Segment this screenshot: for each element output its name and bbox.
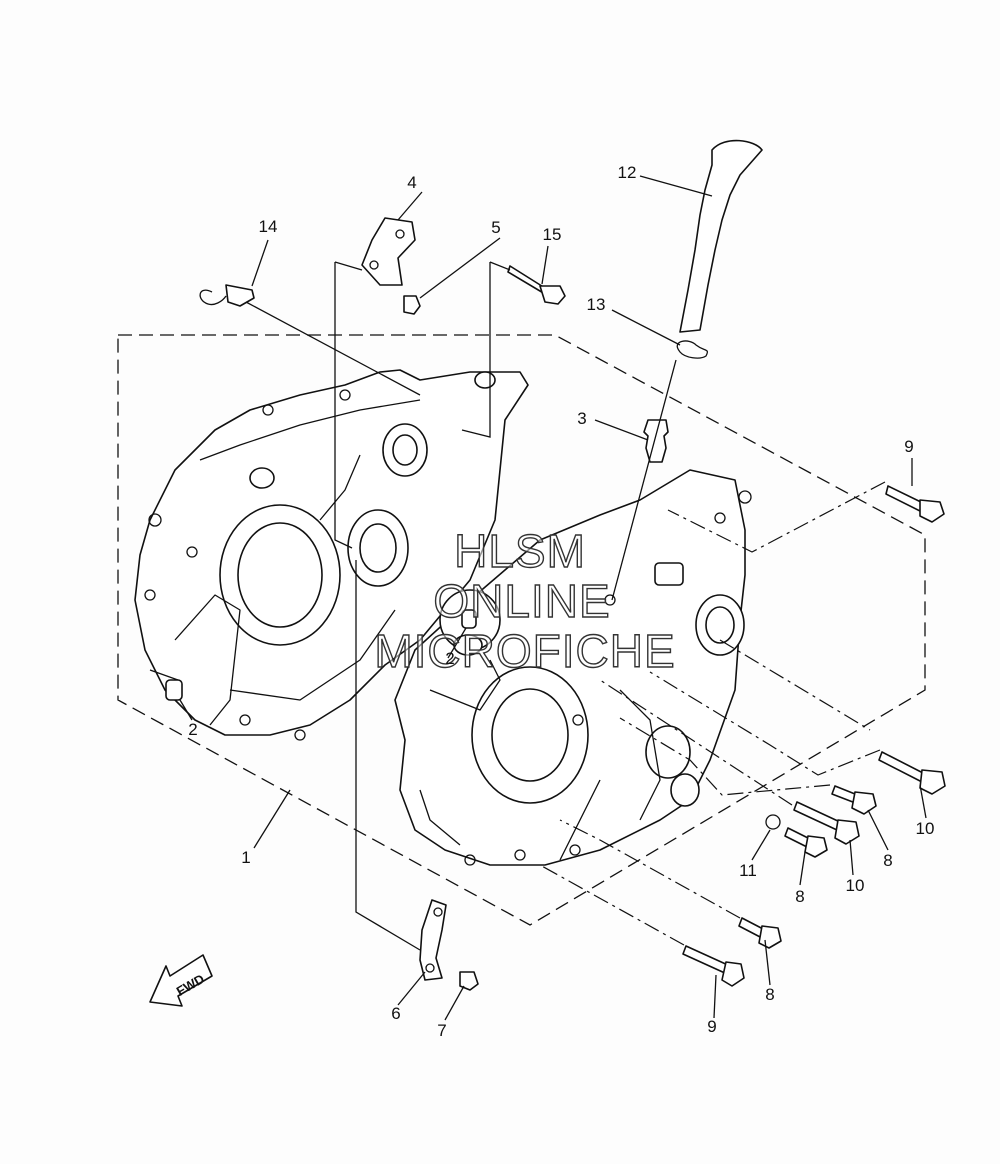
callout-2: 2 [188, 720, 197, 739]
part-dowel-pin [165, 679, 183, 701]
callout-1: 1 [241, 848, 250, 867]
watermark-line-2: ONLINE [433, 575, 610, 627]
callout-6: 6 [391, 1004, 400, 1023]
fwd-arrow: FWD [149, 954, 213, 1007]
part-hose-clip [676, 340, 709, 359]
callout-2-second: 2 [445, 649, 454, 668]
callout-4: 4 [407, 173, 416, 192]
part-cable-clamp [199, 284, 255, 307]
callout-9-b: 9 [707, 1017, 716, 1036]
crankcase-outline-dashed [117, 334, 926, 926]
part-dowel-pin-2 [461, 609, 477, 629]
callout-11: 11 [739, 861, 757, 880]
crankcase-right [394, 469, 752, 866]
callout-8-a: 8 [883, 851, 892, 870]
callout-10-a: 10 [916, 819, 935, 838]
callout-13: 13 [587, 295, 606, 314]
callout-8-c: 8 [765, 985, 774, 1004]
callout-10-b: 10 [846, 876, 865, 895]
watermark-line-1: HLSM [454, 525, 586, 577]
callout-5: 5 [491, 218, 500, 237]
part-breather-hose [679, 139, 763, 333]
callout-9-a: 9 [904, 437, 913, 456]
callout-8-b: 8 [795, 887, 804, 906]
callout-numbers: 1 2 2 3 4 5 6 7 8 8 8 9 9 10 10 11 12 13… [188, 163, 934, 1040]
callout-15: 15 [543, 225, 562, 244]
callout-3: 3 [577, 409, 586, 428]
part-plate-upper [361, 217, 416, 286]
watermark: HLSM ONLINE MICROFICHE [374, 524, 676, 677]
callout-7: 7 [437, 1021, 446, 1040]
part-breather-nipple [643, 419, 669, 463]
crankcase-left [134, 369, 529, 741]
watermark-line-3: MICROFICHE [374, 625, 675, 677]
part-plate-lower [419, 899, 447, 981]
assembly-dashdot-lines [539, 481, 886, 946]
bolts [403, 265, 946, 991]
callout-14: 14 [259, 217, 278, 236]
leader-lines [149, 175, 927, 1021]
callout-12: 12 [618, 163, 637, 182]
